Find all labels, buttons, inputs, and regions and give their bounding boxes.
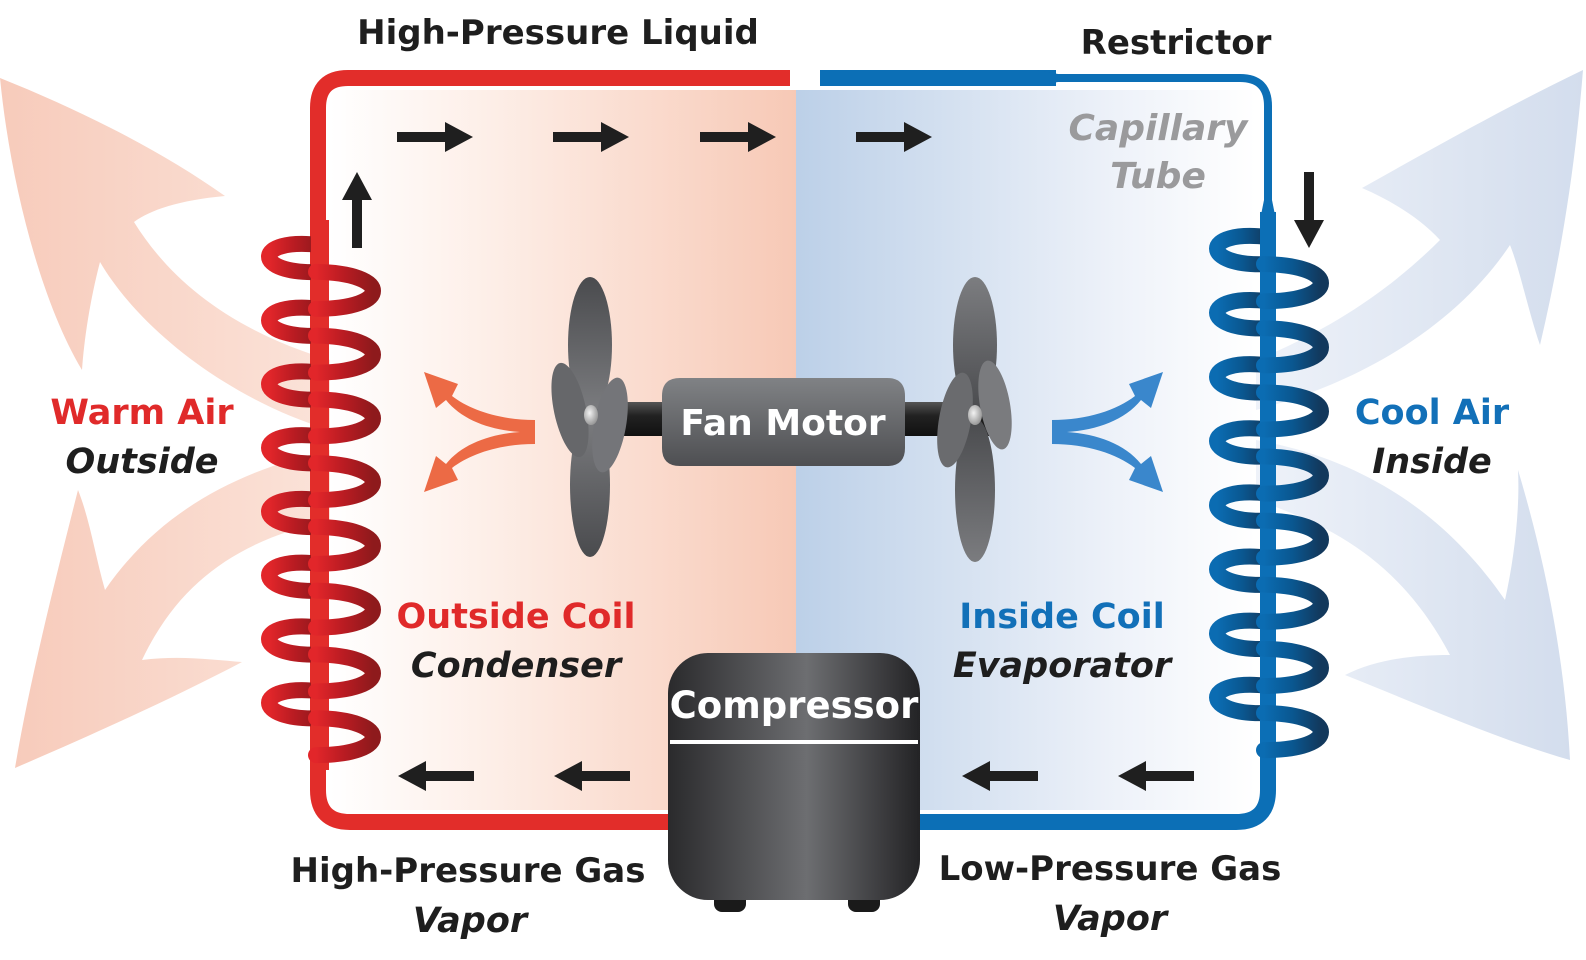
flow-arrow-left (398, 761, 474, 791)
high-pressure-liquid-label: High-Pressure Liquid (357, 13, 759, 53)
warm-air-arrow-down (15, 450, 330, 768)
fan-hub-right (968, 405, 982, 425)
compressor-label: Compressor (670, 684, 919, 727)
outside-coil-label: Outside Coil (397, 597, 636, 637)
coil-loop-back (261, 299, 328, 344)
coil-loop-back (261, 363, 328, 408)
flow-arrow-right (553, 122, 629, 152)
coil-loop-front (308, 646, 381, 700)
warm-air-label: Warm Air (50, 393, 234, 433)
flow-arrow-left (1118, 761, 1194, 791)
high-pressure-gas-pipe (310, 789, 670, 830)
coil-loop-back (261, 427, 328, 472)
outside-label: Outside (65, 442, 218, 482)
coil-loop-back (1209, 676, 1276, 722)
flow-arrow-left (554, 761, 630, 791)
flow-arrow-down (1294, 172, 1324, 248)
coil-loop-front (1256, 576, 1329, 630)
coil-loop-front (1256, 256, 1329, 310)
fan-motor-body (662, 378, 905, 466)
coil-loop-front (1256, 384, 1329, 438)
vapor-left-label: Vapor (413, 901, 530, 941)
coil-loop-back (1209, 292, 1276, 337)
capillary-tube (1056, 74, 1272, 200)
coil-loop-back (261, 554, 328, 599)
restrictor-label: Restrictor (1081, 23, 1272, 63)
flow-arrow-right (856, 122, 932, 152)
coil-loop-front (308, 455, 381, 509)
coil-loop-front (1256, 512, 1329, 566)
vapor-right-label: Vapor (1053, 899, 1170, 939)
coil-loop-front (308, 710, 381, 764)
coil-loop-front (308, 327, 381, 381)
coil-loop-back (1209, 420, 1276, 465)
coil-loop-front (1256, 640, 1329, 695)
inside-coil-label: Inside Coil (959, 597, 1164, 637)
restrictor-taper (1036, 70, 1058, 86)
inside-label: Inside (1372, 442, 1492, 482)
coil-loop-back (1209, 612, 1276, 657)
compressor-divider (670, 740, 918, 744)
cool-air-arrow-down (1256, 440, 1570, 760)
evaporator-pipe (920, 220, 1276, 830)
coil-loop-front (308, 582, 381, 636)
capillary-tube-label-line2: Tube (1110, 156, 1206, 197)
coil-loop-front (1256, 704, 1329, 759)
flow-arrow-right (700, 122, 776, 152)
coil-loop-back (261, 491, 328, 535)
cool-air-flow-arrows (1256, 70, 1583, 760)
compressor: Compressor (668, 653, 920, 912)
capillary-tube-label-line1: Capillary (1068, 108, 1249, 149)
low-pressure-gas-label: Low-Pressure Gas (939, 849, 1282, 889)
coil-loop-front (308, 518, 381, 572)
fan-motor-assembly: Fan Motor (551, 277, 1012, 562)
flow-arrow-up (342, 172, 372, 248)
fan-blade-right (937, 277, 1012, 562)
coil-loop-back (1209, 228, 1276, 273)
cool-air-arrow-up (1256, 70, 1583, 410)
cool-air-label: Cool Air (1355, 393, 1510, 433)
coil-loop-back (1209, 356, 1276, 401)
condenser-label: Condenser (411, 646, 624, 686)
cool-fan-air-arrow (1052, 372, 1163, 492)
flow-arrows (342, 122, 1324, 791)
evaporator-label: Evaporator (953, 646, 1174, 686)
coil-loop-back (1209, 548, 1276, 593)
coil-loop-back (1209, 484, 1276, 529)
warm-fan-air-arrow (424, 372, 535, 492)
warm-air-arrow-up (0, 78, 330, 430)
flow-arrow-left (962, 761, 1038, 791)
coil-loop-front (308, 263, 381, 317)
fan-hub-left (584, 405, 598, 425)
coil-loop-back (261, 682, 328, 727)
condenser-coil (261, 220, 381, 770)
coil-loop-front (1256, 448, 1329, 502)
coil-loop-front (308, 391, 381, 445)
high-pressure-liquid-pipe (310, 70, 790, 790)
fan-motor-label: Fan Motor (680, 403, 885, 444)
compressor-body (668, 653, 920, 900)
coil-loop-back (261, 236, 328, 280)
coil-loop-back (261, 618, 328, 663)
coil-loop-front (1256, 320, 1329, 374)
high-pressure-gas-label: High-Pressure Gas (291, 851, 646, 891)
warm-air-flow-arrows (0, 78, 330, 768)
evaporator-coil (1209, 212, 1329, 765)
fan-blade-left (551, 277, 628, 557)
flow-arrow-right (397, 122, 473, 152)
